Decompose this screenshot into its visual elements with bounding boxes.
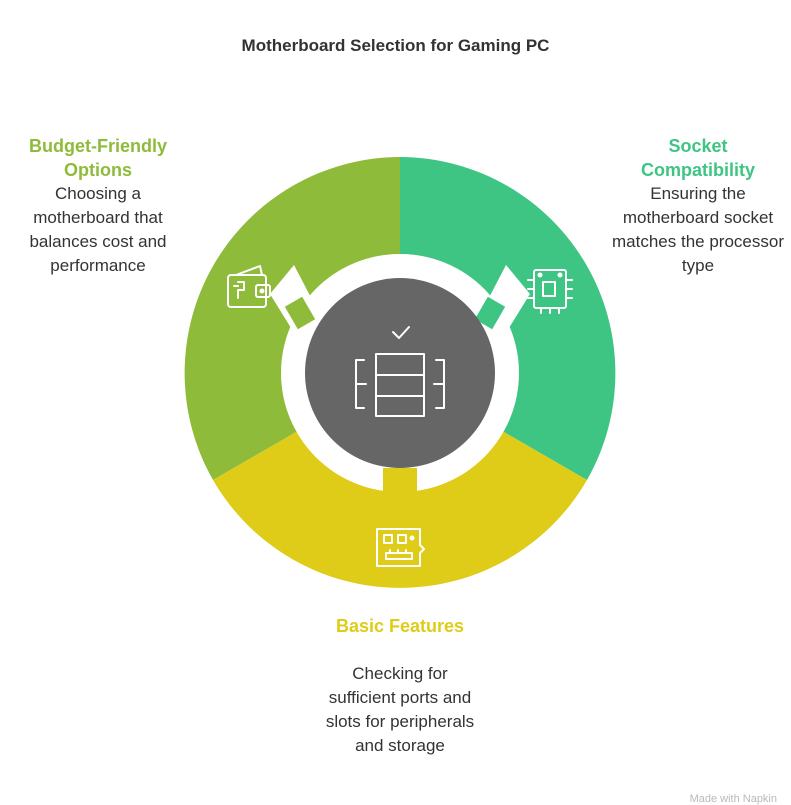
connector-socket [474, 296, 506, 330]
budget-description: Choosing a motherboard that balances cos… [29, 184, 167, 275]
basic-heading: Basic Features [335, 616, 465, 636]
center-circle [305, 278, 495, 468]
basic-text-block: Basic Features Checking for sufficient p… [300, 614, 500, 758]
page-title: Motherboard Selection for Gaming PC [241, 36, 550, 55]
socket-description: Ensuring the motherboard socket matches … [612, 184, 784, 275]
basic-description: Checking for sufficient ports and slots … [325, 664, 475, 755]
server-rack-check-icon [355, 326, 445, 417]
socket-heading: Socket Compatibility [640, 136, 755, 180]
wallet-icon [227, 265, 271, 308]
connector-budget [284, 296, 316, 330]
circuit-board-icon [376, 528, 425, 567]
ring-segment-basic [213, 431, 587, 588]
cpu-chip-icon [527, 269, 573, 314]
budget-heading: Budget-Friendly Options [29, 136, 167, 180]
budget-text-block: Budget-Friendly Options Choosing a mothe… [8, 134, 188, 278]
socket-text-block: Socket Compatibility Ensuring the mother… [610, 134, 786, 278]
connector-basic [383, 468, 417, 508]
watermark: Made with Napkin [689, 793, 777, 805]
